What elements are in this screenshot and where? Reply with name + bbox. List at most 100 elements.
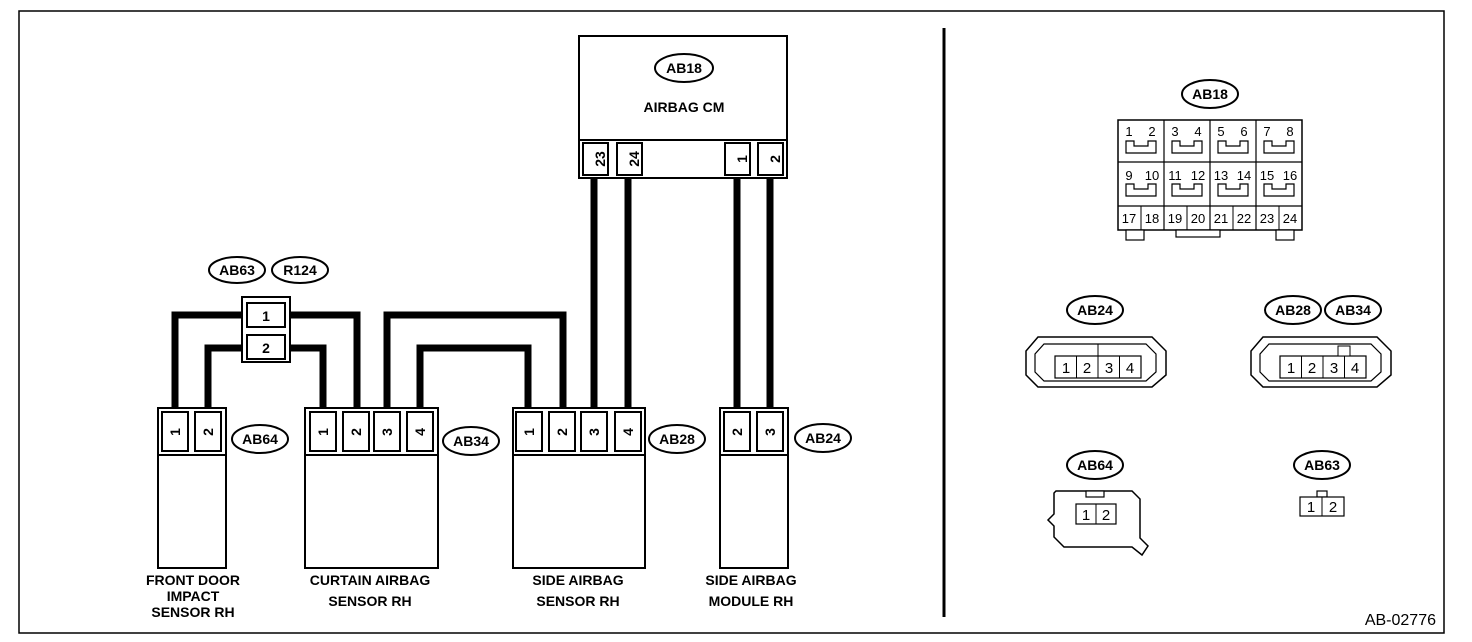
connector-tag-ab63-view [1293, 450, 1351, 480]
ab18-pin: 11 [1168, 168, 1182, 183]
connector-tag-ab34 [442, 426, 500, 456]
ab18-pin: 16 [1283, 168, 1297, 183]
pin: 1 [521, 428, 537, 436]
latch-mark [1263, 140, 1295, 154]
ab18-pin: 24 [1283, 211, 1297, 226]
connector-label-ab24-view: AB24 [1077, 302, 1113, 318]
latch-mark [1263, 183, 1295, 197]
front-door-label-line3: SENSOR RH [151, 604, 234, 620]
wire-curtain4-sensor1 [416, 344, 532, 412]
connector-label-r124: R124 [283, 262, 317, 278]
ab63-pin: 1 [1307, 499, 1315, 516]
ab18-pin: 9 [1125, 168, 1132, 183]
wire-joint2-curtain1 [289, 344, 327, 412]
ab18-pin: 6 [1240, 124, 1247, 139]
airbag-cm-module: AB18 AIRBAG CM 23 24 1 2 [578, 35, 788, 179]
front-door-label-line1: FRONT DOOR [146, 572, 240, 588]
ab18-pin: 10 [1145, 168, 1159, 183]
connector-view-ab63: AB63 1 2 [1293, 450, 1351, 517]
ab18-pin: 21 [1214, 211, 1228, 226]
pin-cell [373, 411, 401, 452]
airbag-cm-label: AIRBAG CM [644, 99, 725, 115]
side-sensor-label-line2: SENSOR RH [536, 593, 619, 609]
connector-label-ab34-view: AB34 [1335, 302, 1371, 318]
connector-view-ab18: AB18 1 2 3 4 5 6 7 [1117, 79, 1303, 241]
side-module-label-line2: MODULE RH [709, 593, 794, 609]
joint-pin: 1 [262, 308, 270, 324]
latch-mark [1171, 140, 1203, 154]
connector-label-ab34: AB34 [453, 433, 489, 449]
pin: 3 [762, 428, 778, 436]
ab64-pin: 2 [1102, 507, 1110, 524]
ab18-pin: 2 [1148, 124, 1155, 139]
ab28-pin: 3 [1330, 360, 1338, 377]
ab18-pin: 14 [1237, 168, 1251, 183]
wire-door1-joint1 [171, 311, 246, 412]
ab18-pin: 17 [1122, 211, 1136, 226]
ab24-pin: 2 [1083, 360, 1091, 377]
ab18-pin: 18 [1145, 211, 1159, 226]
joint-pin-cell [246, 334, 286, 360]
ab18-pin: 19 [1168, 211, 1182, 226]
side-module-label-line1: SIDE AIRBAG [705, 572, 796, 588]
connector-label-ab18: AB18 [666, 60, 702, 76]
curtain-label-line1: CURTAIN AIRBAG [310, 572, 431, 588]
diagram-frame [18, 10, 1445, 634]
cm-pin: 1 [734, 155, 750, 163]
ab18-pin: 5 [1217, 124, 1224, 139]
ab64-pin: 1 [1082, 507, 1090, 524]
ab63-latch [1316, 490, 1328, 498]
pin-cell [614, 411, 642, 452]
ab24-pin: 4 [1126, 360, 1134, 377]
pin-cell [161, 411, 189, 452]
wire-door2-joint2 [204, 344, 246, 412]
joint-connector: AB63 R124 1 2 [208, 256, 329, 363]
curtain-airbag-sensor: 1 2 3 4 AB34 CURTAIN AIRBAG SENSOR RH [304, 407, 500, 609]
ab18-pin: 3 [1171, 124, 1178, 139]
pin-cell [756, 411, 784, 452]
latch-mark [1171, 183, 1203, 197]
ab18-bottom-tab [1275, 229, 1295, 241]
cm-pin: 2 [767, 155, 783, 163]
connector-tag-ab24 [794, 423, 852, 453]
connector-label-ab28: AB28 [659, 431, 695, 447]
connector-tag-ab18-view [1181, 79, 1239, 109]
ab18-pin: 15 [1260, 168, 1274, 183]
ab18-pin: 23 [1260, 211, 1274, 226]
pin-cell [580, 411, 608, 452]
pin-cell [309, 411, 337, 452]
wire-curtain3-sensor2 [383, 311, 567, 412]
front-door-label-line2: IMPACT [167, 588, 220, 604]
latch-mark [1217, 183, 1249, 197]
wire-harness [171, 178, 774, 412]
front-door-sensor: 1 2 AB64 FRONT DOOR IMPACT SENSOR RH [146, 407, 289, 620]
connector-tag-ab28 [648, 424, 706, 454]
pin: 1 [315, 428, 331, 436]
cm-pin: 23 [592, 151, 608, 167]
cm-pin-cell [582, 142, 609, 176]
ab18-bottom-tab [1125, 229, 1145, 241]
connector-tag-ab24-view [1066, 295, 1124, 325]
connector-tag-ab63 [208, 256, 266, 284]
pin: 2 [348, 428, 364, 436]
side-airbag-module: 2 3 AB24 SIDE AIRBAG MODULE RH [705, 407, 852, 609]
pin: 3 [379, 428, 395, 436]
side-airbag-sensor: 1 2 3 4 AB28 SIDE AIRBAG SENSOR RH [512, 407, 706, 609]
side-sensor-box [512, 407, 646, 569]
ab28-housing-inner [1259, 343, 1382, 382]
connector-label-ab18-view: AB18 [1192, 86, 1228, 102]
cm-pin-cell [757, 142, 784, 176]
cm-pin-cell [616, 142, 643, 176]
pin-cell [342, 411, 370, 452]
ab18-pin: 13 [1214, 168, 1228, 183]
curtain-label-line2: SENSOR RH [328, 593, 411, 609]
latch-mark [1125, 183, 1157, 197]
ab18-pin: 8 [1286, 124, 1293, 139]
connector-tag-ab18 [654, 53, 714, 83]
ab24-pin: 1 [1062, 360, 1070, 377]
ab18-pin: 1 [1125, 124, 1132, 139]
pin: 2 [554, 428, 570, 436]
ab18-pin: 4 [1194, 124, 1201, 139]
latch-mark [1125, 140, 1157, 154]
pin: 2 [729, 428, 745, 436]
